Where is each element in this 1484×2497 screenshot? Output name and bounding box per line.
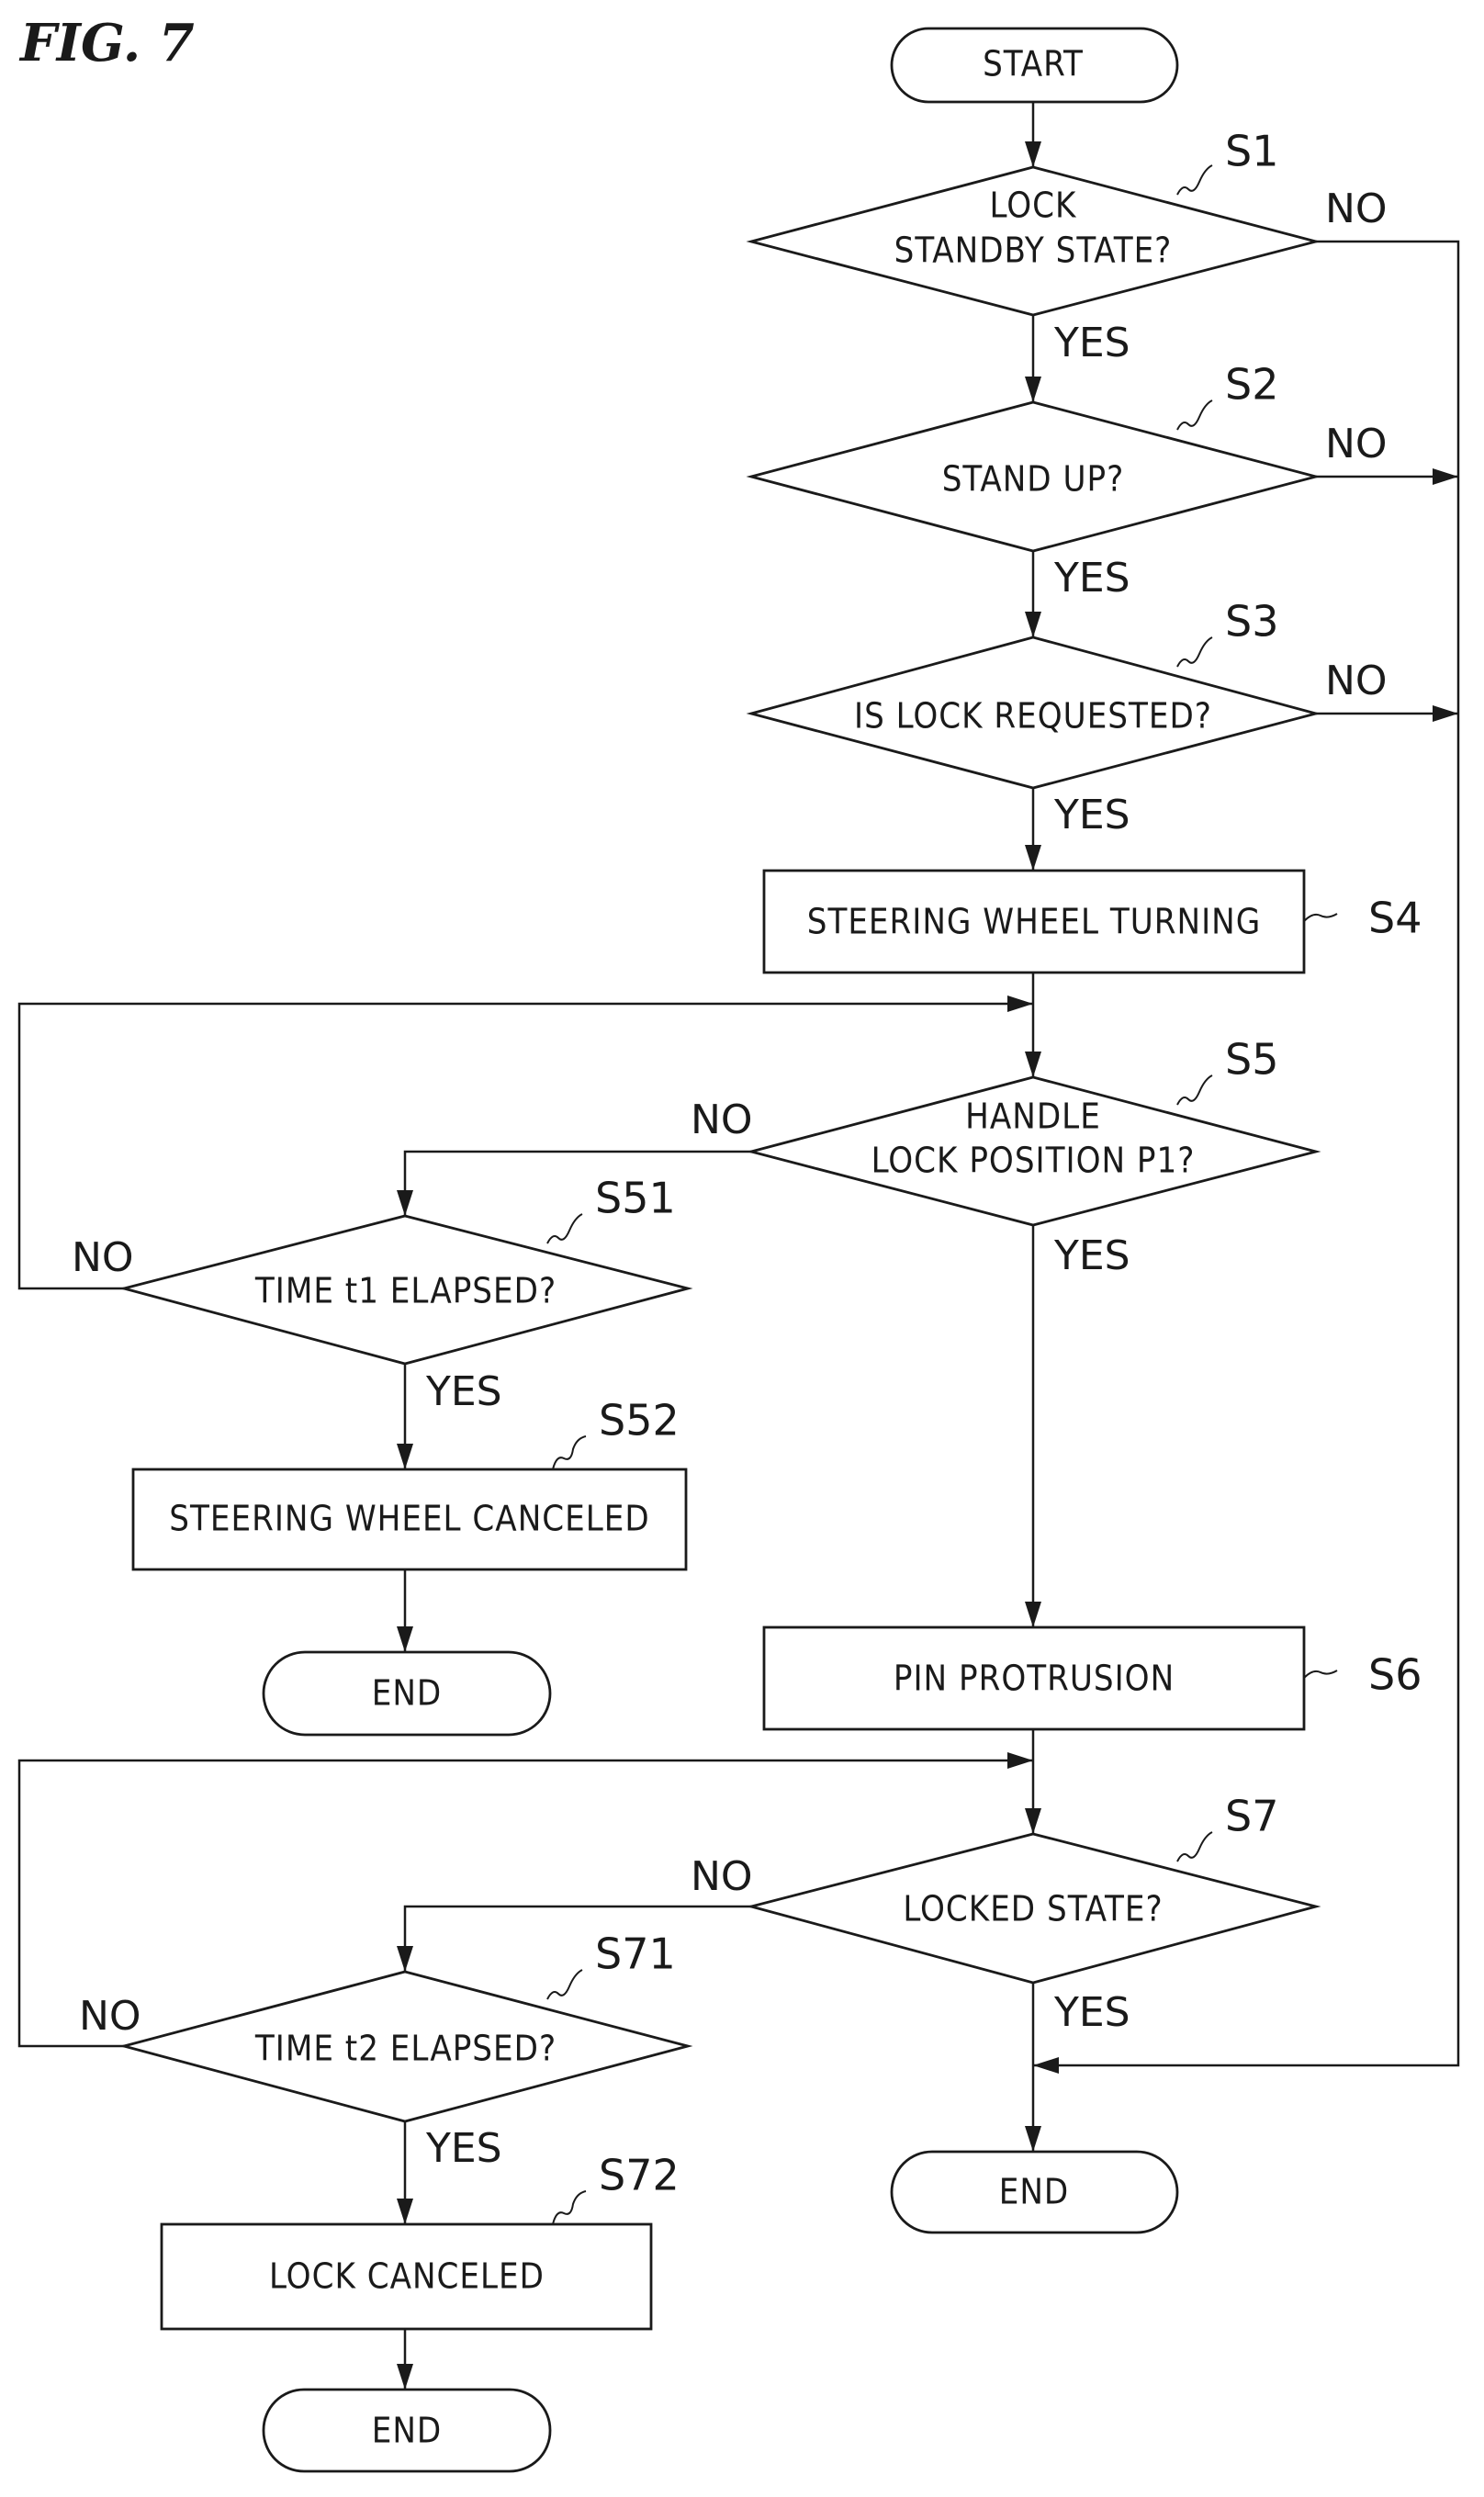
end-main-label: END: [999, 2172, 1070, 2212]
s71-no: NO: [79, 1993, 141, 2040]
decision-s5: HANDLE LOCK POSITION P1? S5 YES NO: [691, 1035, 1316, 1280]
s71-id: S71: [595, 1929, 676, 1979]
edge-s7-no-s71: [405, 1906, 751, 1972]
arrow-down-icon: [397, 2199, 413, 2224]
figure-label: FIG. 7: [18, 13, 195, 73]
s1-line2: STANDBY STATE?: [894, 231, 1173, 271]
s1-line1: LOCK: [990, 186, 1077, 226]
s3-leader: [1177, 637, 1212, 667]
s2-no: NO: [1325, 421, 1388, 467]
s7-leader: [1177, 1832, 1212, 1862]
arrow-down-icon: [397, 1190, 413, 1216]
arrow-down-icon: [397, 2364, 413, 2390]
s5-leader: [1177, 1075, 1212, 1105]
s4-leader: [1304, 914, 1337, 921]
arrow-down-icon: [397, 1946, 413, 1972]
terminal-end-main: END: [892, 2152, 1177, 2233]
s52-text: STEERING WHEEL CANCELED: [169, 1499, 649, 1539]
start-label: START: [983, 44, 1084, 84]
s3-no: NO: [1325, 658, 1388, 704]
arrow-down-icon: [1025, 612, 1041, 637]
s7-yes: YES: [1053, 1989, 1130, 2036]
process-s4: STEERING WHEEL TURNING S4: [764, 871, 1422, 973]
s52-leader: [553, 1436, 586, 1469]
s5-no: NO: [691, 1097, 753, 1143]
s7-no: NO: [691, 1853, 753, 1900]
s3-yes: YES: [1053, 792, 1130, 838]
arrow-right-icon: [1007, 995, 1033, 1012]
s4-text: STEERING WHEEL TURNING: [807, 902, 1262, 942]
s71-leader: [547, 1970, 582, 1999]
s6-leader: [1304, 1670, 1337, 1678]
terminal-end-s72: END: [264, 2390, 550, 2471]
s3-text: IS LOCK REQUESTED?: [854, 696, 1212, 737]
end-s72-label: END: [372, 2411, 443, 2451]
s5-yes: YES: [1053, 1232, 1130, 1279]
s51-text: TIME t1 ELAPSED?: [254, 1271, 556, 1311]
s1-id: S1: [1225, 127, 1278, 176]
arrow-down-icon: [1025, 1052, 1041, 1077]
decision-s2: STAND UP? S2 YES NO: [751, 360, 1388, 602]
arrow-right-icon: [1433, 468, 1458, 485]
s7-id: S7: [1225, 1792, 1278, 1841]
process-s6: PIN PROTRUSION S6: [764, 1627, 1422, 1729]
process-s72: LOCK CANCELED S72: [162, 2151, 680, 2330]
arrow-down-icon: [1025, 2126, 1041, 2152]
s71-yes: YES: [425, 2125, 502, 2172]
s5-id: S5: [1225, 1035, 1278, 1085]
arrow-down-icon: [1025, 845, 1041, 871]
s71-text: TIME t2 ELAPSED?: [254, 2029, 556, 2069]
s51-no: NO: [72, 1234, 134, 1281]
arrow-down-icon: [1025, 1808, 1041, 1834]
arrow-right-icon: [1433, 705, 1458, 722]
terminal-start: START: [892, 28, 1177, 102]
s7-text: LOCKED STATE?: [903, 1889, 1163, 1929]
s51-id: S51: [595, 1174, 676, 1223]
arrow-down-icon: [397, 1444, 413, 1469]
s3-id: S3: [1225, 597, 1278, 647]
decision-s51: TIME t1 ELAPSED? S51 YES NO: [72, 1174, 688, 1416]
s6-text: PIN PROTRUSION: [894, 1659, 1175, 1699]
s2-yes: YES: [1053, 555, 1130, 602]
s52-id: S52: [599, 1396, 680, 1445]
s1-no: NO: [1325, 186, 1388, 232]
s2-text: STAND UP?: [942, 459, 1125, 500]
end-s52-label: END: [372, 1673, 443, 1714]
s5-line2: LOCK POSITION P1?: [871, 1141, 1196, 1181]
arrow-down-icon: [397, 1626, 413, 1652]
arrow-down-icon: [1025, 1602, 1041, 1627]
edge-s5-no-s51: [405, 1152, 751, 1216]
arrow-left-icon: [1033, 2057, 1059, 2074]
decision-s1: LOCK STANDBY STATE? S1 YES NO: [751, 127, 1388, 367]
arrow-right-icon: [1007, 1752, 1033, 1769]
s72-leader: [553, 2191, 586, 2224]
s2-id: S2: [1225, 360, 1278, 410]
terminal-end-s52: END: [264, 1652, 550, 1735]
s5-line1: HANDLE: [965, 1097, 1101, 1137]
s1-yes: YES: [1053, 320, 1130, 366]
s72-id: S72: [599, 2151, 680, 2200]
s72-text: LOCK CANCELED: [269, 2256, 545, 2297]
s2-leader: [1177, 400, 1212, 430]
s51-yes: YES: [425, 1368, 502, 1415]
s51-leader: [547, 1214, 582, 1243]
s4-id: S4: [1368, 894, 1422, 943]
decision-s3: IS LOCK REQUESTED? S3 YES NO: [751, 597, 1388, 839]
s1-leader: [1177, 165, 1212, 195]
s6-id: S6: [1368, 1650, 1422, 1700]
decision-s7: LOCKED STATE? S7 YES NO: [691, 1792, 1316, 2037]
arrow-down-icon: [1025, 141, 1041, 167]
process-s52: STEERING WHEEL CANCELED S52: [133, 1396, 686, 1570]
decision-s71: TIME t2 ELAPSED? S71 YES NO: [79, 1929, 688, 2173]
arrow-down-icon: [1025, 377, 1041, 402]
